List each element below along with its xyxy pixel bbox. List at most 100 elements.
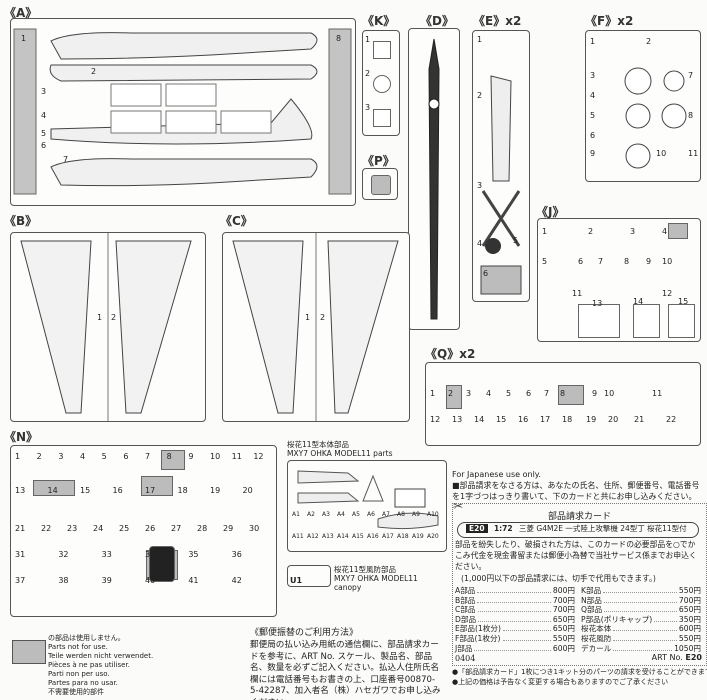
part-number: 42 — [231, 576, 242, 585]
ohka-title-en: MXY7 OHKA MODEL11 parts — [287, 449, 393, 458]
price-part: N部品 — [581, 595, 602, 605]
part-number: 2 — [588, 227, 594, 236]
ohka-part-number: A4 — [337, 511, 345, 518]
part-number: 7 — [63, 155, 69, 164]
part-number: 12 — [253, 452, 264, 461]
panel-c-label: 《C》 — [220, 214, 253, 228]
ohka-part-number: A13 — [322, 533, 334, 540]
part-number: 37 — [15, 576, 26, 585]
part-number: 1 — [430, 389, 436, 398]
part-number: 20 — [242, 486, 253, 495]
request-card: ✂ 部品請求カード E20 1:72 三菱 G4M2E 一式陸上攻撃機 24型丁… — [452, 499, 707, 666]
part-number: 20 — [608, 415, 619, 424]
ohka-part-number: A18 — [397, 533, 409, 540]
part-number: 6 — [483, 269, 489, 278]
panel-c-sprue: 1 2 — [222, 232, 410, 422]
price-part: F部品(1枚分) — [455, 634, 501, 643]
canopy-title-jp: 桜花11型風防部品 — [334, 565, 397, 574]
part-number: 13 — [452, 415, 463, 424]
ohka-part-number: A1 — [292, 511, 300, 518]
product-name: 三菱 G4M2E 一式陸上攻撃機 24型丁 桜花11型付 — [519, 524, 687, 533]
part-number: 6 — [526, 389, 532, 398]
part-number: 5 — [101, 452, 107, 461]
price-part: デカール — [581, 643, 612, 653]
panel-a-sprue: 1 2 3 4 5 6 7 8 — [10, 18, 356, 206]
part-number: 15 — [678, 297, 689, 306]
part-number: 3 — [365, 103, 371, 112]
legend-text: の部品は使用しません。 Parts not for use. Teile wer… — [48, 634, 208, 697]
price-value: 700円 — [678, 595, 701, 605]
part-number: 5 — [590, 111, 596, 120]
part-number: 4 — [41, 111, 47, 120]
part-number: 31 — [15, 550, 26, 559]
part-number: 21 — [15, 524, 26, 533]
part-number: 8 — [166, 452, 172, 461]
part-number: 7 — [598, 257, 604, 266]
part-number: 32 — [58, 550, 69, 559]
panel-f-sprue: 1 2 3 4 5 6 7 8 9 10 11 — [585, 30, 701, 182]
part-number: 16 — [112, 486, 123, 495]
price-row: P部品(ポリキャップ)350円 — [581, 614, 701, 625]
price-part: E部品(1枚分) — [455, 624, 501, 634]
canopy-title-en: MXY7 OHKA MODEL11 — [334, 574, 418, 583]
price-part: P部品(ポリキャップ) — [581, 614, 653, 624]
ohka-part-number: A16 — [367, 533, 379, 540]
price-part: 桜花風防 — [581, 634, 612, 643]
panel-k-sprue: 1 2 3 — [362, 30, 400, 136]
part-number: 38 — [58, 576, 69, 585]
card-body: 部品を紛失したり、破損された方は、このカードの必要部品を○でかこみ代金を現金書留… — [455, 540, 697, 571]
part-number: 1 — [21, 34, 27, 43]
part-number: 9 — [592, 389, 598, 398]
ohka-part-number: A14 — [337, 533, 349, 540]
panel-k-label: 《K》 — [362, 14, 396, 28]
part-number: 4 — [662, 227, 668, 236]
part-number: 11 — [652, 389, 663, 398]
part-number: 3 — [466, 389, 472, 398]
part-number: 30 — [249, 524, 260, 533]
price-row: N部品 700円 — [581, 595, 701, 606]
part-number: 13 — [592, 299, 603, 308]
part-number: 41 — [188, 576, 199, 585]
part-number: 6 — [41, 141, 47, 150]
panel-b-sprue: 1 2 — [10, 232, 206, 422]
ohka-part-number: A19 — [412, 533, 424, 540]
ohka-canopy-sprue: U1 — [287, 565, 331, 587]
product-scale: 1:72 — [493, 524, 513, 533]
ohka-part-number: A3 — [322, 511, 330, 518]
part-number: 18 — [177, 486, 188, 495]
ohka-part-number: A7 — [382, 511, 390, 518]
part-number: 11 — [688, 149, 699, 158]
part-number: 11 — [231, 452, 242, 461]
postal-body: 郵便局の払い込み用紙の通信欄に、部品請求カードを参考に、ART No. スケール… — [250, 640, 441, 700]
part-number: 22 — [41, 524, 52, 533]
panel-e-label: 《E》x2 — [473, 14, 522, 28]
panel-n-label: 《N》 — [4, 430, 39, 444]
panel-d-label: 《D》 — [420, 14, 454, 28]
part-number: 1 — [97, 313, 103, 322]
price-value: 800円 — [552, 586, 575, 595]
part-number: 9 — [590, 149, 596, 158]
part-number: 1 — [590, 37, 596, 46]
scissors-icon: ✂ — [453, 499, 464, 513]
part-number: 3 — [58, 452, 64, 461]
part-number: 40 — [145, 576, 156, 585]
price-part: C部品 — [455, 605, 476, 615]
part-number: 2 — [646, 37, 652, 46]
part-number: 39 — [101, 576, 112, 585]
price-value: 650円 — [552, 614, 575, 624]
price-value: 600円 — [678, 624, 701, 634]
part-number: 36 — [231, 550, 242, 559]
ohka-part-number: A8 — [397, 511, 405, 518]
price-row: F部品(1枚分)550円 — [455, 633, 575, 644]
part-number: 4 — [590, 91, 596, 100]
ohka-part-number: A10 — [427, 511, 439, 518]
part-number: 6 — [578, 257, 584, 266]
art-label: ART No. — [651, 653, 683, 662]
panel-q-label: 《Q》x2 — [425, 347, 476, 361]
